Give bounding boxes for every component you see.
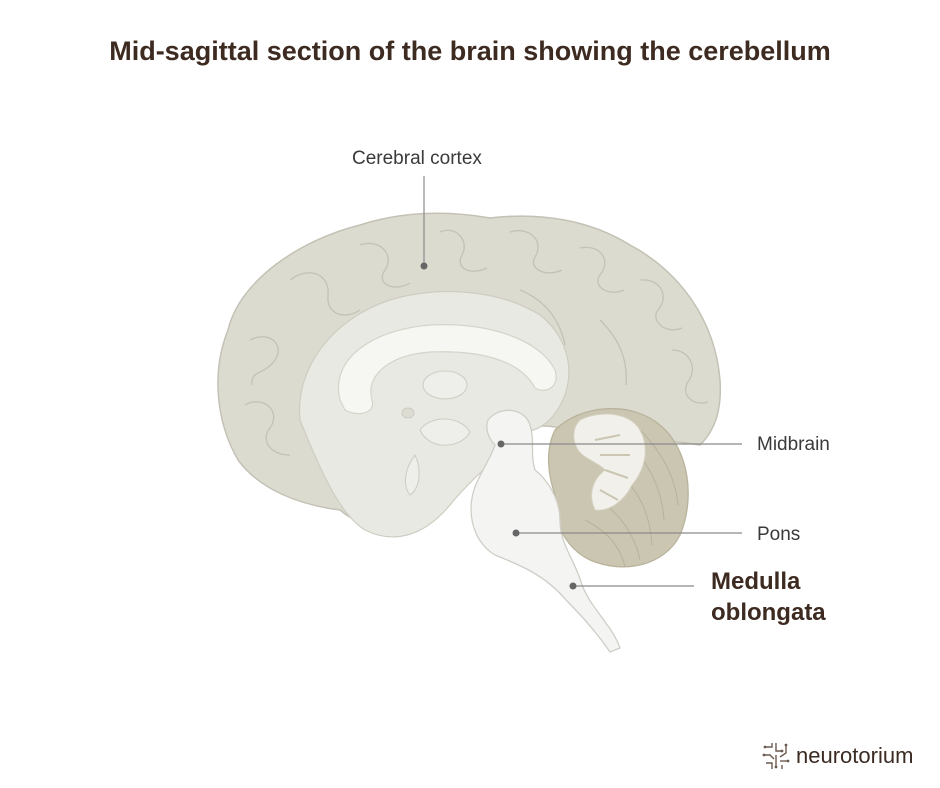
- label-markers: [420, 262, 577, 590]
- brand-logo: neurotorium: [762, 740, 913, 772]
- label-medulla-line2: oblongata: [711, 599, 826, 626]
- arbor-vitae: [573, 413, 646, 511]
- brand-name[interactable]: neurotorium: [796, 743, 914, 768]
- corpus-callosum: [337, 324, 557, 415]
- label-medulla-line1: Medulla: [711, 568, 801, 595]
- label-cerebral-cortex: Cerebral cortex: [352, 148, 482, 169]
- brain-circuit-icon: [762, 743, 790, 769]
- arbor-vitae-branches: [594, 434, 630, 501]
- brainstem-shape: [470, 409, 621, 653]
- label-pons: Pons: [757, 524, 801, 545]
- page-title: Mid-sagittal section of the brain showin…: [109, 36, 831, 66]
- diencephalon: [401, 370, 471, 496]
- leader-lines: [423, 176, 742, 587]
- label-midbrain: Midbrain: [757, 434, 830, 455]
- cortex-gyri: [244, 229, 709, 456]
- label-medulla-oblongata: Medulla oblongata: [711, 566, 826, 628]
